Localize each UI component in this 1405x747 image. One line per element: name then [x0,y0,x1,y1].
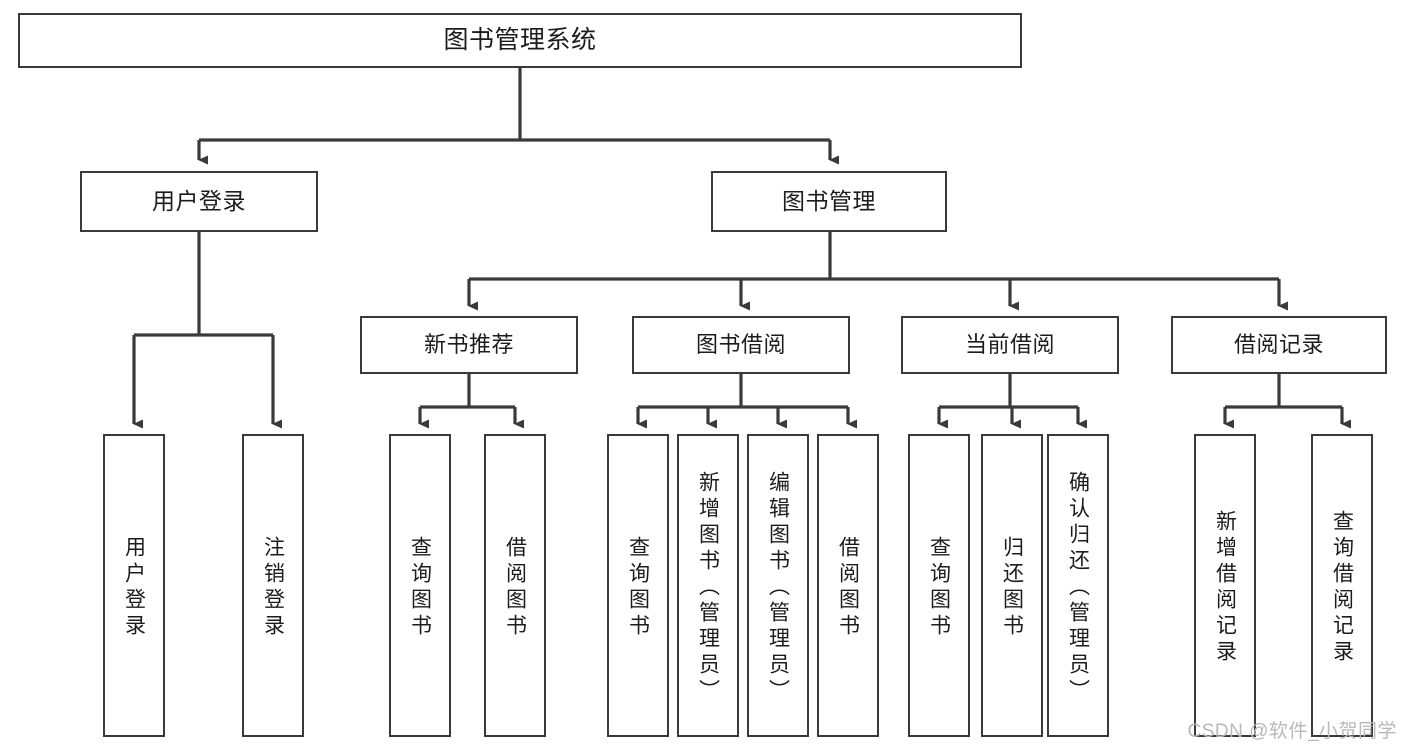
node-label: 新书推荐 [423,332,514,358]
leaf-query-borrow-record[interactable]: 查询借阅记录 [1311,434,1373,737]
node-label: 当前借阅 [964,332,1055,358]
node-user-login[interactable]: 用户登录 [80,171,318,232]
csdn-watermark: CSDN @软件_小贺同学 [1187,721,1397,742]
node-label: 编辑图书（管理员） [766,470,790,705]
leaf-confirm-return-admin[interactable]: 确认归还（管理员） [1047,434,1109,737]
node-root-system[interactable]: 图书管理系统 [18,13,1022,68]
node-label: 查询图书 [927,535,951,640]
node-label: 注销登录 [261,535,285,640]
node-label: 确认归还（管理员） [1066,470,1090,705]
leaf-query-book-borrow[interactable]: 查询图书 [607,434,669,737]
leaf-borrow-book-recommend[interactable]: 借阅图书 [484,434,546,737]
leaf-logout-login[interactable]: 注销登录 [242,434,304,737]
node-label: 查询图书 [408,535,432,640]
node-label: 图书管理 [782,187,876,214]
node-label: 图书管理系统 [443,25,597,54]
leaf-user-login[interactable]: 用户登录 [103,434,165,737]
node-new-book-recommend[interactable]: 新书推荐 [360,316,578,374]
node-current-borrow[interactable]: 当前借阅 [901,316,1119,374]
node-book-management[interactable]: 图书管理 [711,171,947,232]
leaf-return-book[interactable]: 归还图书 [981,434,1043,737]
node-label: 用户登录 [122,535,146,640]
leaf-add-book-admin[interactable]: 新增图书（管理员） [677,434,739,737]
leaf-query-book-current[interactable]: 查询图书 [908,434,970,737]
node-label: 新增借阅记录 [1213,509,1237,666]
node-label: 用户登录 [152,187,246,214]
node-label: 借阅图书 [503,535,527,640]
node-label: 查询图书 [626,535,650,640]
node-label: 图书借阅 [695,332,786,358]
leaf-edit-book-admin[interactable]: 编辑图书（管理员） [747,434,809,737]
leaf-query-book-recommend[interactable]: 查询图书 [389,434,451,737]
node-borrow-record[interactable]: 借阅记录 [1171,316,1387,374]
node-label: 归还图书 [1000,535,1024,640]
node-label: 借阅图书 [836,535,860,640]
node-label: 新增图书（管理员） [696,470,720,705]
node-label: 借阅记录 [1233,332,1324,358]
leaf-borrow-book[interactable]: 借阅图书 [817,434,879,737]
node-book-borrow[interactable]: 图书借阅 [632,316,850,374]
leaf-add-borrow-record[interactable]: 新增借阅记录 [1194,434,1256,737]
node-label: 查询借阅记录 [1330,509,1354,666]
